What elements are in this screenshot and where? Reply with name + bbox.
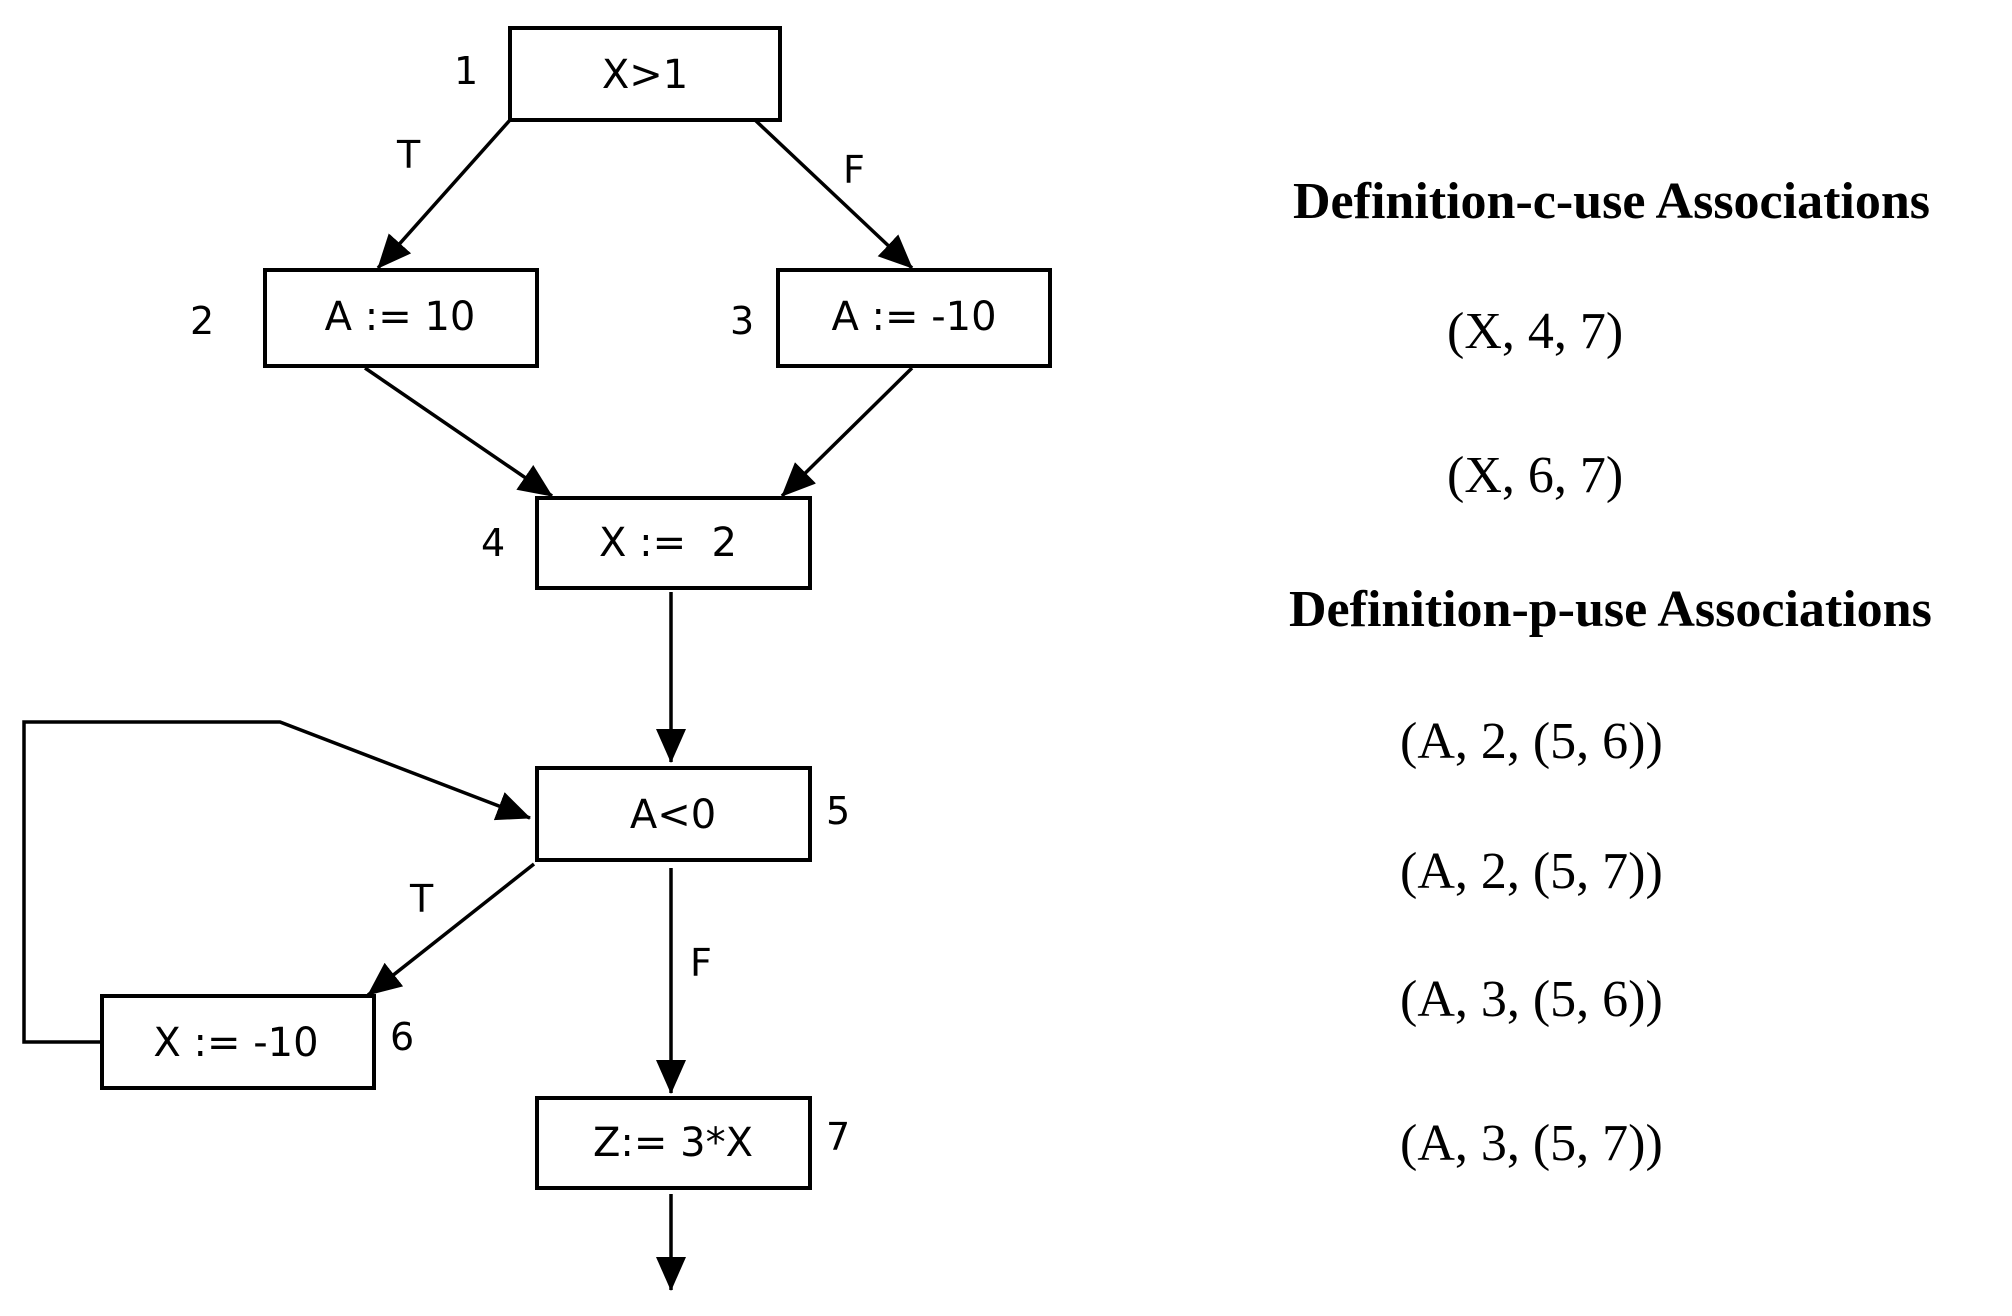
edge-label-1-3: F	[843, 148, 865, 192]
node-3-number: 3	[730, 299, 754, 343]
p-use-item: (A, 3, (5, 7))	[1400, 1115, 1663, 1172]
p-use-heading: Definition-p-use Associations	[1289, 581, 1932, 638]
p-use-item: (A, 2, (5, 7))	[1400, 843, 1663, 900]
node-1: X>1 1	[454, 26, 782, 122]
node-2-label: A := 10	[325, 294, 476, 340]
edge-label-5-6: T	[409, 877, 434, 921]
c-use-section: Definition-c-use Associations (X, 4, 7) …	[1293, 173, 1930, 504]
c-use-item: (X, 4, 7)	[1447, 303, 1623, 360]
edge-1-to-3	[753, 118, 914, 270]
node-6-number: 6	[390, 1015, 414, 1059]
node-2: A := 10 2	[190, 268, 539, 368]
node-5-number: 5	[826, 789, 850, 833]
node-7-number: 7	[826, 1115, 850, 1159]
node-6: X := -10 6	[100, 994, 414, 1090]
node-4-number: 4	[481, 521, 505, 565]
edge-5-to-6	[366, 862, 536, 997]
edge-label-5-7: F	[690, 941, 712, 985]
edge-2-to-4	[364, 366, 553, 498]
node-4: X := 2 4	[481, 496, 812, 590]
node-4-label: X := 2	[599, 520, 737, 566]
c-use-heading: Definition-c-use Associations	[1293, 173, 1930, 230]
node-6-label: X := -10	[153, 1020, 318, 1066]
edge-6-to-5-loop	[22, 720, 531, 1044]
p-use-item: (A, 2, (5, 6))	[1400, 713, 1663, 770]
p-use-item: (A, 3, (5, 6))	[1400, 971, 1663, 1028]
node-3-label: A := -10	[831, 294, 996, 340]
edge-1-to-2	[376, 118, 512, 270]
edges	[22, 118, 914, 1291]
node-7: Z:= 3*X 7	[535, 1096, 850, 1190]
edge-3-to-4	[780, 366, 914, 498]
edge-label-1-2: T	[396, 133, 421, 177]
node-7-label: Z:= 3*X	[593, 1120, 753, 1166]
node-2-number: 2	[190, 299, 214, 343]
node-1-number: 1	[454, 49, 478, 93]
p-use-section: Definition-p-use Associations (A, 2, (5,…	[1289, 581, 1932, 1172]
c-use-item: (X, 6, 7)	[1447, 447, 1623, 504]
node-1-label: X>1	[602, 52, 688, 98]
node-5-label: A<0	[630, 792, 716, 838]
node-3: A := -10 3	[730, 268, 1052, 368]
node-5: A<0 5	[535, 766, 850, 862]
